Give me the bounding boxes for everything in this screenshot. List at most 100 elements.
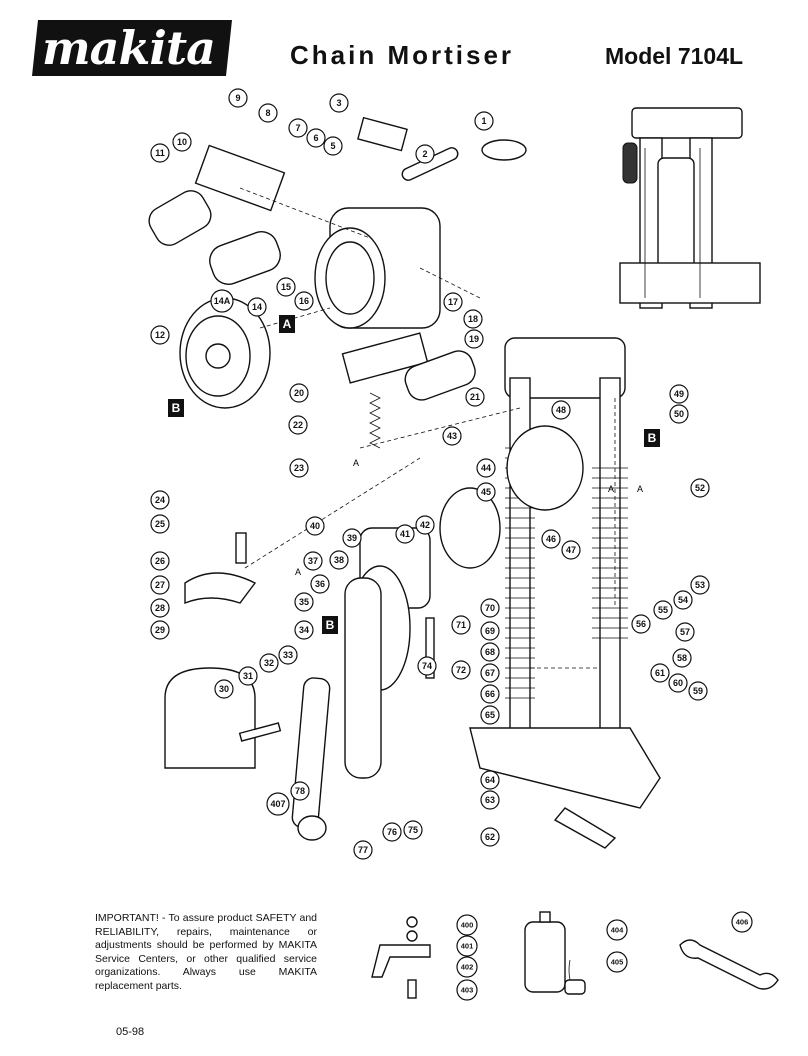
accessory-callout-403: 403 xyxy=(456,979,478,1001)
part-callout-66: 66 xyxy=(480,684,500,704)
part-number: 36 xyxy=(315,579,325,589)
part-number: 7 xyxy=(295,123,300,133)
part-number: 53 xyxy=(695,580,705,590)
reference-label-b: B xyxy=(168,399,184,417)
svg-text:401: 401 xyxy=(461,942,474,951)
part-callout-7: 7 xyxy=(288,118,308,138)
part-callout-30: 30 xyxy=(214,679,234,699)
logo-badge xyxy=(32,20,232,76)
part-callout-34: 34 xyxy=(294,620,314,640)
part-callout-24: 24 xyxy=(150,490,170,510)
part-number: 77 xyxy=(358,845,368,855)
part-number: 58 xyxy=(677,653,687,663)
part-number: 9 xyxy=(235,93,240,103)
reference-label-b: B xyxy=(644,429,660,447)
part-callout-48: 48 xyxy=(551,400,571,420)
part-callout-60: 60 xyxy=(668,673,688,693)
part-callout-33: 33 xyxy=(278,645,298,665)
part-number: 29 xyxy=(155,625,165,635)
part-number: 50 xyxy=(674,409,684,419)
svg-text:B: B xyxy=(648,431,657,445)
part-number: 40 xyxy=(310,521,320,531)
part-callout-18: 18 xyxy=(463,309,483,329)
fan-cover-illustration xyxy=(148,144,286,409)
part-number: 10 xyxy=(177,137,187,147)
bracket-spring-illustration xyxy=(341,332,476,449)
part-callout-49: 49 xyxy=(669,384,689,404)
part-callout-74: 74 xyxy=(417,656,437,676)
accessory-callout-406: 406 xyxy=(731,911,753,933)
part-callout-6: 6 xyxy=(306,128,326,148)
part-number: 25 xyxy=(155,519,165,529)
part-number: 1 xyxy=(481,116,486,126)
part-callout-52: 52 xyxy=(690,478,710,498)
part-callout-407: 407 xyxy=(266,792,290,816)
column-frame-illustration xyxy=(439,337,661,849)
part-number: 71 xyxy=(456,620,466,630)
part-number: 55 xyxy=(658,605,668,615)
part-number: 41 xyxy=(400,529,410,539)
part-callout-59: 59 xyxy=(688,681,708,701)
part-callout-32: 32 xyxy=(259,653,279,673)
important-notice: IMPORTANT! - To assure product SAFETY an… xyxy=(95,912,317,992)
part-callout-65: 65 xyxy=(480,705,500,725)
part-number: 47 xyxy=(566,545,576,555)
header: makita Chain Mortiser Model 7104L xyxy=(0,0,808,90)
part-callout-37: 37 xyxy=(303,551,323,571)
part-callout-27: 27 xyxy=(150,575,170,595)
part-callout-64: 64 xyxy=(480,770,500,790)
part-callout-57: 57 xyxy=(675,622,695,642)
part-number: 28 xyxy=(155,603,165,613)
part-callout-29: 29 xyxy=(150,620,170,640)
part-number: 49 xyxy=(674,389,684,399)
part-callout-26: 26 xyxy=(150,551,170,571)
assembled-view-illustration xyxy=(619,107,761,309)
part-number: 44 xyxy=(481,463,491,473)
accessory-callout-402: 402 xyxy=(456,956,478,978)
svg-text:402: 402 xyxy=(461,963,474,972)
part-number: 38 xyxy=(334,555,344,565)
part-number: 42 xyxy=(420,520,430,530)
part-callout-22: 22 xyxy=(288,415,308,435)
inline-letter-a: A xyxy=(637,484,643,494)
part-callout-10: 10 xyxy=(172,132,192,152)
part-number: 17 xyxy=(448,297,458,307)
logo-text: makita xyxy=(42,21,216,75)
part-number: 23 xyxy=(294,463,304,473)
part-number: 20 xyxy=(294,388,304,398)
part-callout-42: 42 xyxy=(415,515,435,535)
part-callout-61: 61 xyxy=(650,663,670,683)
part-number: 45 xyxy=(481,487,491,497)
part-callout-62: 62 xyxy=(480,827,500,847)
part-number: 26 xyxy=(155,556,165,566)
part-callout-25: 25 xyxy=(150,514,170,534)
svg-text:404: 404 xyxy=(611,926,624,935)
part-callout-72: 72 xyxy=(451,660,471,680)
part-number: 64 xyxy=(485,775,495,785)
part-callout-50: 50 xyxy=(669,404,689,424)
part-number: 70 xyxy=(485,603,495,613)
part-number: 5 xyxy=(330,141,335,151)
svg-text:403: 403 xyxy=(461,986,474,995)
svg-text:400: 400 xyxy=(461,921,474,930)
part-number: 22 xyxy=(293,420,303,430)
part-callout-21: 21 xyxy=(465,387,485,407)
part-number: 15 xyxy=(281,282,291,292)
part-callout-40: 40 xyxy=(305,516,325,536)
part-callout-54: 54 xyxy=(673,590,693,610)
part-number: 57 xyxy=(680,627,690,637)
part-number: 33 xyxy=(283,650,293,660)
part-callout-14: 14 xyxy=(247,297,267,317)
part-number: 46 xyxy=(546,534,556,544)
part-callout-28: 28 xyxy=(150,598,170,618)
part-callout-19: 19 xyxy=(464,329,484,349)
part-callout-69: 69 xyxy=(480,621,500,641)
part-callout-2: 2 xyxy=(415,144,435,164)
part-number: 68 xyxy=(485,647,495,657)
part-number: 61 xyxy=(655,668,665,678)
part-number: 63 xyxy=(485,795,495,805)
part-callout-17: 17 xyxy=(443,292,463,312)
